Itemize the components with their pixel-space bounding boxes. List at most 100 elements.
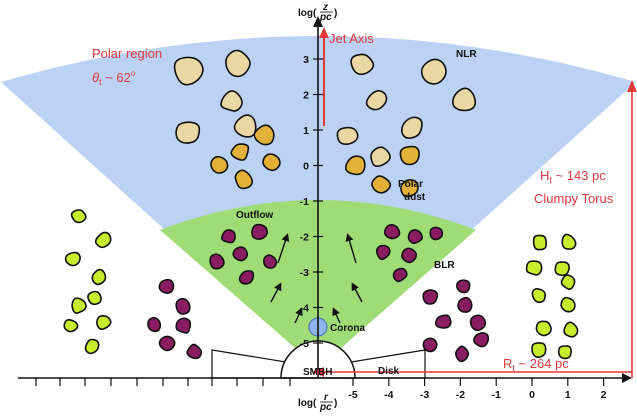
disk-label: Disk bbox=[378, 366, 400, 377]
blr-clump bbox=[407, 229, 423, 245]
y-axis-tick-label: 2 bbox=[303, 90, 309, 102]
disk-left bbox=[211, 349, 293, 379]
torus-outer-clump bbox=[525, 260, 543, 276]
corona-label: Corona bbox=[330, 323, 365, 334]
polar-dust-label-1: Polar bbox=[398, 179, 423, 190]
torus-outer-clump bbox=[94, 231, 112, 249]
polar-dust-clump bbox=[399, 145, 420, 166]
torus-outer-clump bbox=[64, 251, 81, 267]
x-axis-tick-label: 2 bbox=[601, 389, 607, 401]
torus-outer-clump bbox=[561, 233, 577, 250]
x-axis-tick-label: -4 bbox=[384, 389, 393, 401]
blr-clump bbox=[175, 297, 191, 315]
blr-clump bbox=[469, 314, 487, 332]
blr-clump bbox=[158, 335, 176, 352]
ht-arrowhead bbox=[627, 80, 637, 92]
nlr-clump bbox=[365, 90, 388, 111]
y-axis-ticks bbox=[313, 58, 323, 344]
torus-outer-clump bbox=[84, 338, 100, 355]
torus-outer-clump bbox=[557, 345, 572, 360]
outflow-arrow bbox=[270, 282, 282, 303]
y-axis-close: ) bbox=[334, 8, 337, 19]
x-axis-tick-label: -3 bbox=[420, 389, 429, 401]
blr-clump bbox=[422, 337, 438, 353]
nlr-clump bbox=[350, 53, 375, 76]
nlr-clump bbox=[420, 58, 447, 85]
torus-outer-clump bbox=[531, 288, 546, 304]
nlr-clump bbox=[173, 56, 204, 86]
nlr-clump bbox=[225, 49, 251, 78]
y-axis-tick-label: -2 bbox=[300, 232, 309, 244]
polar-dust-clump bbox=[230, 143, 250, 161]
blr-clump bbox=[455, 345, 470, 363]
outflow-arrows bbox=[270, 233, 363, 324]
nlr-clump bbox=[452, 87, 477, 112]
outflow-arrow bbox=[351, 282, 363, 303]
nlr-clump bbox=[400, 116, 423, 139]
blr-clump bbox=[238, 270, 255, 285]
nlr-clump bbox=[336, 126, 359, 146]
nlr-clump bbox=[175, 121, 201, 144]
polar-dust-clump bbox=[253, 124, 275, 146]
y-axis-title: log( bbox=[298, 8, 317, 19]
blr-clump bbox=[392, 267, 408, 283]
rt-arrowhead bbox=[312, 367, 324, 377]
outflow-arrow bbox=[345, 233, 357, 264]
y-axis-den: pc bbox=[319, 12, 332, 23]
blr-clump bbox=[147, 317, 162, 333]
polar-dust-clump bbox=[371, 175, 392, 194]
x-axis-tick-label: 1 bbox=[565, 389, 571, 401]
torus-outer-clump bbox=[560, 296, 576, 313]
torus-outer-clump bbox=[91, 268, 107, 286]
y-axis-num: z bbox=[322, 2, 328, 13]
nlr-clumps bbox=[173, 49, 477, 168]
nlr-clump bbox=[370, 146, 391, 168]
blr-clump bbox=[375, 244, 391, 261]
polar-dust-clump bbox=[400, 179, 419, 198]
x-axis-den: pc bbox=[319, 402, 332, 413]
polar-dust-clumps bbox=[210, 124, 420, 198]
smbh-label: SMBH bbox=[303, 367, 332, 378]
outflow-arrow bbox=[332, 307, 341, 324]
blr-clump bbox=[434, 314, 452, 329]
nlr-clump bbox=[220, 90, 243, 112]
blr-clump bbox=[158, 278, 175, 294]
blr-clumps bbox=[147, 223, 490, 363]
blr-clump bbox=[232, 246, 249, 262]
x-axis-close: ) bbox=[334, 398, 337, 409]
jet-axis-arrowhead bbox=[319, 27, 329, 38]
blr-clump bbox=[251, 223, 268, 240]
polar-dust-clump bbox=[262, 153, 281, 172]
torus-outer-clump bbox=[535, 320, 552, 337]
x-axis-tick-label: 0 bbox=[529, 389, 535, 401]
x-axis-title: log( bbox=[298, 398, 317, 409]
x-axis-tick-label: -1 bbox=[492, 389, 501, 401]
polar-dust-clump bbox=[344, 155, 366, 176]
x-axis-arrowhead bbox=[622, 373, 632, 383]
y-axis-tick-label: -1 bbox=[300, 196, 309, 208]
y-axis-tick-label: 1 bbox=[303, 125, 309, 137]
blr-clump bbox=[175, 317, 192, 334]
blr-clump bbox=[186, 343, 203, 360]
ht-label: Ht ~ 143 pc bbox=[540, 168, 606, 185]
clumpy-torus-label: Clumpy Torus bbox=[534, 191, 614, 206]
torus-outer-clumps bbox=[63, 209, 579, 360]
nlr-label: NLR bbox=[456, 49, 477, 60]
polar-dust-label-2: dust bbox=[404, 192, 426, 203]
x-axis-ticks bbox=[35, 378, 605, 386]
theta-label: θt ~ 62o bbox=[92, 69, 136, 87]
torus-outer-clump bbox=[96, 315, 112, 331]
y-axis-arrowhead bbox=[313, 16, 323, 27]
torus-outer-clump bbox=[532, 234, 547, 251]
outflow-label: Outflow bbox=[236, 210, 273, 221]
blr-clump bbox=[457, 296, 473, 313]
y-axis-tick-label: 3 bbox=[303, 54, 309, 66]
x-axis-tick-label: -5 bbox=[348, 389, 357, 401]
torus-outer-clump bbox=[531, 342, 547, 359]
jet-axis-label: Jet Axis bbox=[329, 31, 374, 46]
blr-label: BLR bbox=[434, 260, 455, 271]
y-axis-tick-label: -3 bbox=[300, 267, 309, 279]
x-axis-tick-label: -2 bbox=[456, 389, 465, 401]
